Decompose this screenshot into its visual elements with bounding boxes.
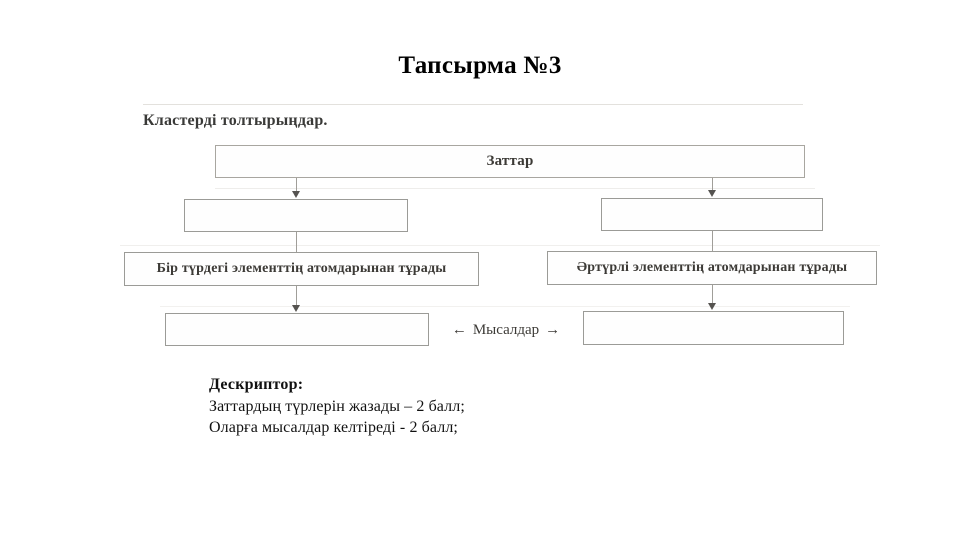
scan-streak	[160, 306, 850, 307]
cluster-worksheet: Кластерді толтырыңдар. Заттар Бір түрдег…	[0, 100, 960, 360]
connector-right-description-to-example	[712, 285, 713, 304]
cluster-root-box: Заттар	[215, 145, 805, 178]
connector-root-to-right-blank	[712, 178, 713, 191]
descriptor-title: Дескриптор:	[209, 376, 304, 393]
cluster-description-box-left: Бір түрдегі элементтің атомдарынан тұрад…	[124, 252, 479, 286]
arrow-head-right-description-to-example	[708, 303, 716, 310]
examples-connector-label: Мысалдар	[472, 321, 540, 338]
connector-left-blank-to-description	[296, 232, 297, 252]
cluster-root-label: Заттар	[486, 153, 534, 169]
connector-root-to-left-blank	[296, 178, 297, 192]
cluster-description-box-right: Әртүрлі элементтің атомдарынан тұрады	[547, 251, 877, 285]
cluster-example-box-left[interactable]	[165, 313, 429, 346]
arrow-right-icon: →	[545, 321, 561, 338]
cluster-blank-box-right[interactable]	[601, 198, 823, 231]
cluster-blank-box-left[interactable]	[184, 199, 408, 232]
arrow-head-left-description-to-example	[292, 305, 300, 312]
connector-left-description-to-example	[296, 286, 297, 306]
scan-streak	[143, 104, 803, 105]
page-title: Тапсырма №3	[398, 52, 562, 79]
descriptor-line: Заттардың түрлерін жазады – 2 балл;	[209, 398, 465, 415]
descriptor-block: Дескриптор: Заттардың түрлерін жазады – …	[209, 376, 729, 438]
arrow-head-root-to-right-blank	[708, 190, 716, 197]
cluster-instruction: Кластерді толтырыңдар.	[143, 112, 328, 129]
arrow-left-icon: ←	[451, 321, 467, 338]
descriptor-line: Оларға мысалдар келтіреді - 2 балл;	[209, 419, 458, 436]
examples-connector: ← Мысалдар →	[429, 319, 583, 341]
cluster-description-label-right: Әртүрлі элементтің атомдарынан тұрады	[576, 260, 848, 275]
cluster-example-box-right[interactable]	[583, 311, 844, 345]
cluster-description-label-left: Бір түрдегі элементтің атомдарынан тұрад…	[156, 261, 447, 276]
connector-right-blank-to-description	[712, 231, 713, 251]
scan-streak	[120, 245, 880, 246]
arrow-head-root-to-left-blank	[292, 191, 300, 198]
scan-streak	[215, 188, 815, 189]
